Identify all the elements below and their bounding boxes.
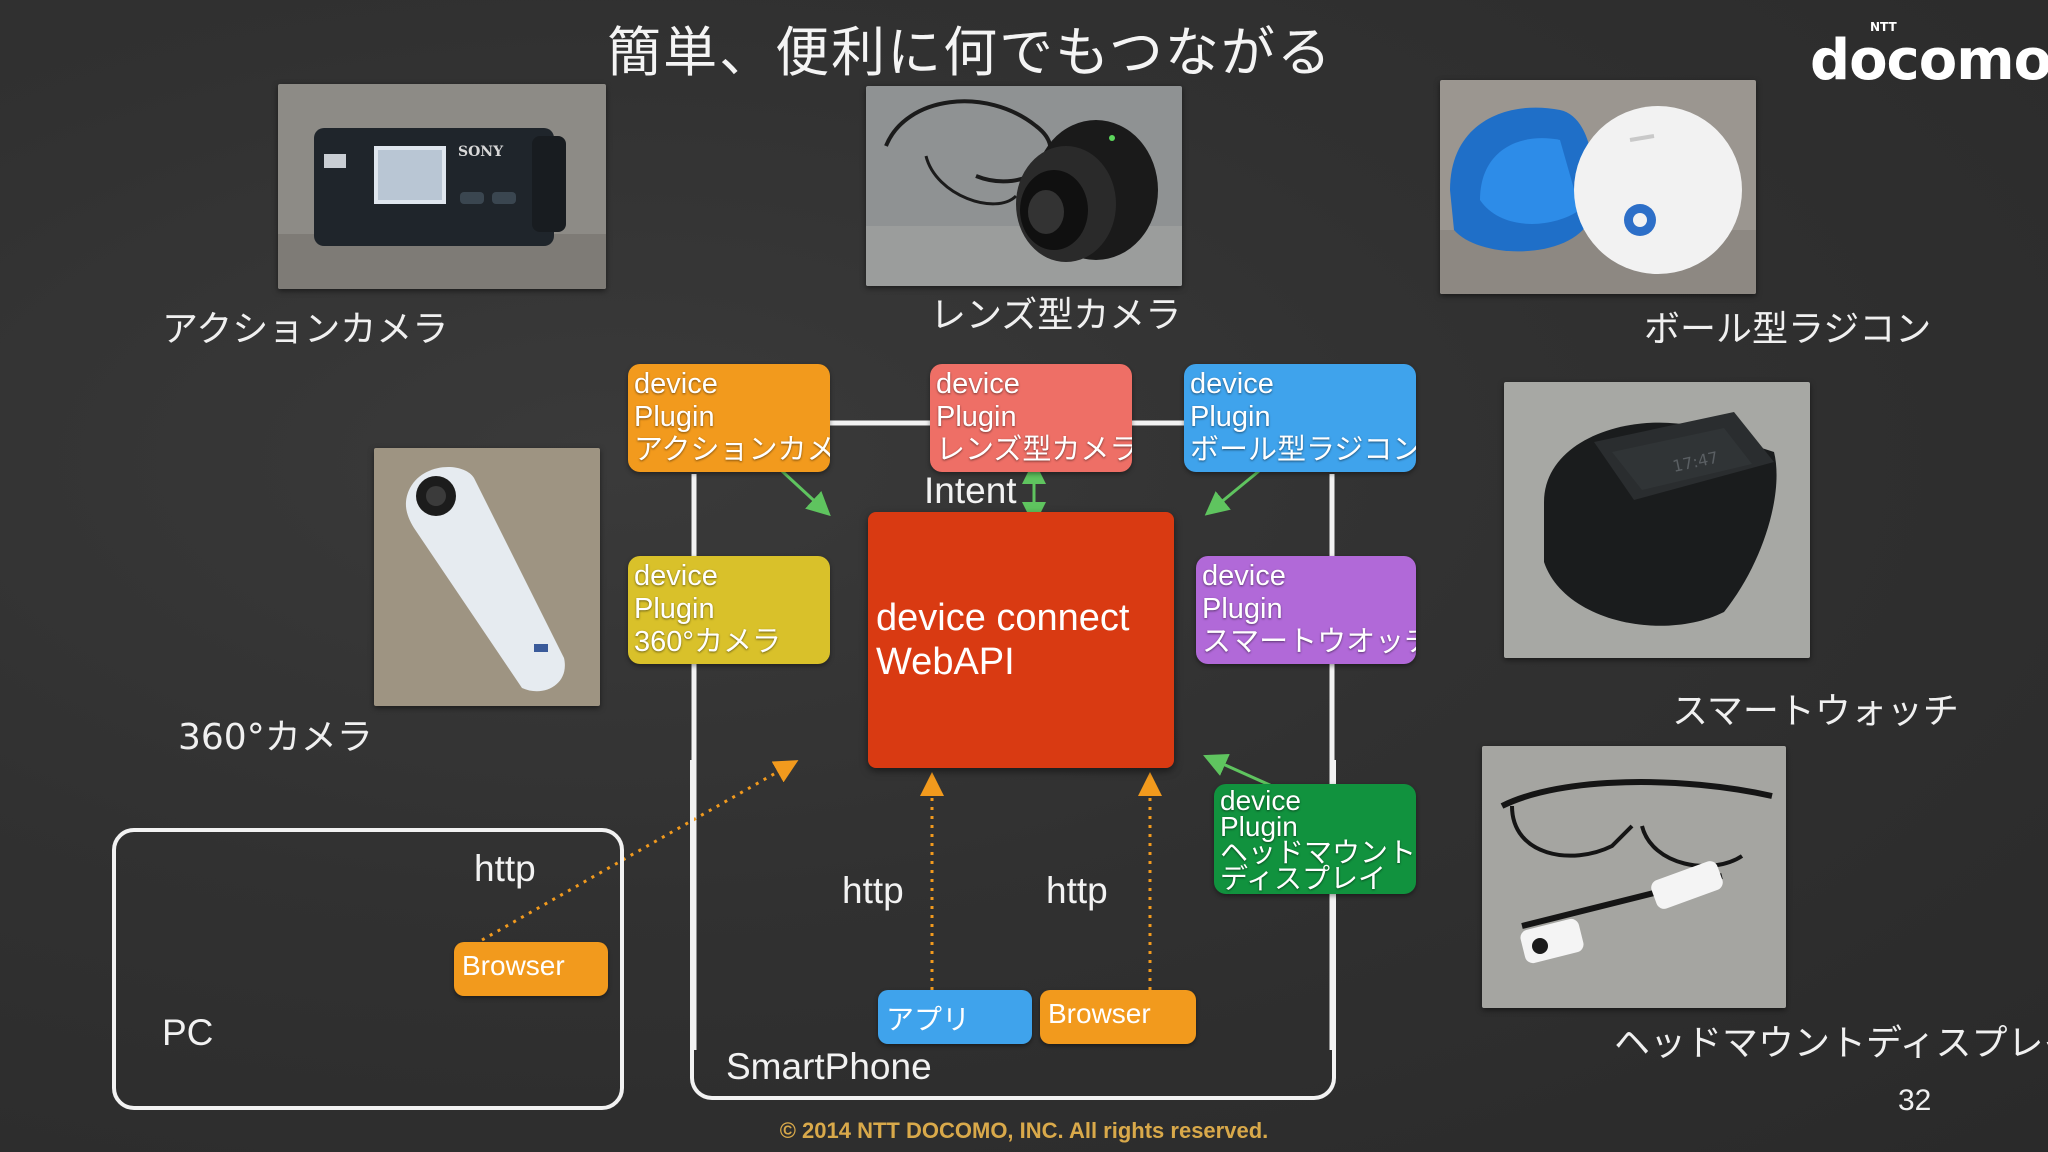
- plugin-line: ボール型ラジコン: [1190, 434, 1416, 466]
- logo-ntt-label: NTT: [1870, 20, 1897, 34]
- plugin-ball-robot: device Plugin ボール型ラジコン: [1184, 364, 1416, 472]
- plugin-line: Plugin: [1190, 401, 1271, 433]
- docomo-logo: NTT docomo: [1810, 20, 2048, 93]
- plugin-line: 360°カメラ: [634, 626, 781, 658]
- caption-lens-camera: レンズ型カメラ: [930, 295, 1182, 336]
- plugin-line: レンズ型カメラ: [936, 434, 1132, 466]
- pc-browser-button[interactable]: Browser: [454, 942, 608, 996]
- page-number: 32: [1898, 1084, 1932, 1117]
- plugin-line: device: [936, 368, 1020, 400]
- label-pc: PC: [162, 1012, 214, 1053]
- plugin-line: Plugin: [1202, 593, 1283, 625]
- smartwatch-photo: 17:47: [1504, 382, 1810, 658]
- plugin-lens-camera: device Plugin レンズ型カメラ: [930, 364, 1132, 472]
- plugin-line: Plugin: [1220, 811, 1298, 842]
- plugin-line: ディスプレイ: [1220, 863, 1387, 894]
- plugin-line: Plugin: [936, 401, 1017, 433]
- camera-360-photo: [374, 448, 600, 706]
- caption-hmd: ヘッドマウントディスプレイ: [1614, 1023, 2048, 1064]
- plugin-line: ヘッドマウント: [1220, 837, 1416, 868]
- slide-title: 簡単、便利に何でもつながる: [607, 21, 1333, 84]
- sp-browser-button[interactable]: Browser: [1040, 990, 1196, 1044]
- plugin-line: スマートウオッチ: [1202, 626, 1416, 658]
- plugin-line: Plugin: [634, 401, 715, 433]
- label-http-browser: http: [1046, 870, 1108, 911]
- hmd-photo: [1482, 746, 1786, 1008]
- smartphone-frame: [690, 760, 1336, 1100]
- label-smartphone: SmartPhone: [726, 1046, 932, 1087]
- lens-camera-photo: [866, 86, 1182, 286]
- plugin-line: Plugin: [634, 593, 715, 625]
- plugin-line: device: [1202, 560, 1286, 592]
- label-http-pc: http: [474, 848, 536, 889]
- caption-camera-360: 360°カメラ: [178, 717, 373, 758]
- label-intent: Intent: [924, 470, 1017, 511]
- logo-wordmark: docomo: [1810, 28, 2048, 93]
- action-camera-photo: SONY: [278, 84, 606, 289]
- device-connect-webapi: device connect WebAPI: [868, 512, 1174, 768]
- plugin-line: device: [634, 368, 718, 400]
- plugin-line: device: [634, 560, 718, 592]
- pc-frame: [112, 828, 624, 1110]
- caption-smartwatch: スマートウォッチ: [1672, 691, 1959, 732]
- core-line: device connect: [876, 597, 1130, 639]
- label-http-app: http: [842, 870, 904, 911]
- plugin-line: device: [1220, 785, 1301, 816]
- ball-robot-photo: [1440, 80, 1756, 294]
- plugin-smartwatch: device Plugin スマートウオッチ: [1196, 556, 1416, 664]
- plugin-line: device: [1190, 368, 1274, 400]
- plugin-action-camera: device Plugin アクションカメラ: [628, 364, 830, 472]
- app-button[interactable]: アプリ: [878, 990, 1032, 1044]
- plugin-line: アクションカメラ: [634, 434, 830, 466]
- core-line: WebAPI: [876, 641, 1015, 683]
- caption-ball-robot: ボール型ラジコン: [1644, 309, 1932, 350]
- svg-text:SONY: SONY: [458, 144, 504, 160]
- copyright: © 2014 NTT DOCOMO, INC. All rights reser…: [779, 1118, 1269, 1143]
- caption-action-camera: アクションカメラ: [162, 309, 449, 350]
- plugin-camera-360: device Plugin 360°カメラ: [628, 556, 830, 664]
- plugin-hmd: device Plugin ヘッドマウント ディスプレイ: [1214, 784, 1416, 894]
- arrow-hmd: [1203, 753, 1273, 788]
